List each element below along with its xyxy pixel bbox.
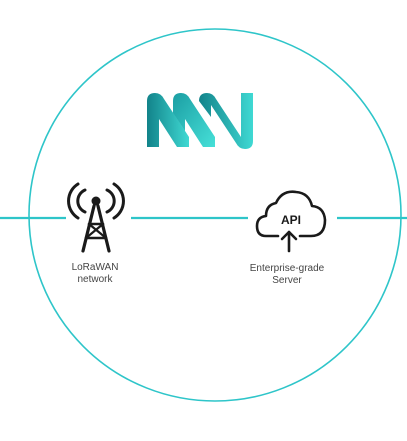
- server-label-line2: Server: [272, 275, 302, 286]
- boundary-circle: [28, 28, 402, 402]
- tti-logo-icon: [147, 93, 253, 149]
- server-label: Enterprise-grade Server: [227, 263, 347, 287]
- api-badge: API: [281, 213, 301, 227]
- lorawan-label-line2: network: [77, 274, 113, 285]
- cloud-upload-icon: [255, 190, 327, 253]
- server-label-line1: Enterprise-grade: [249, 263, 325, 274]
- lorawan-network-label: LoRaWAN network: [35, 262, 155, 286]
- lorawan-label-line1: LoRaWAN: [71, 262, 119, 273]
- radio-tower-icon: [67, 182, 125, 253]
